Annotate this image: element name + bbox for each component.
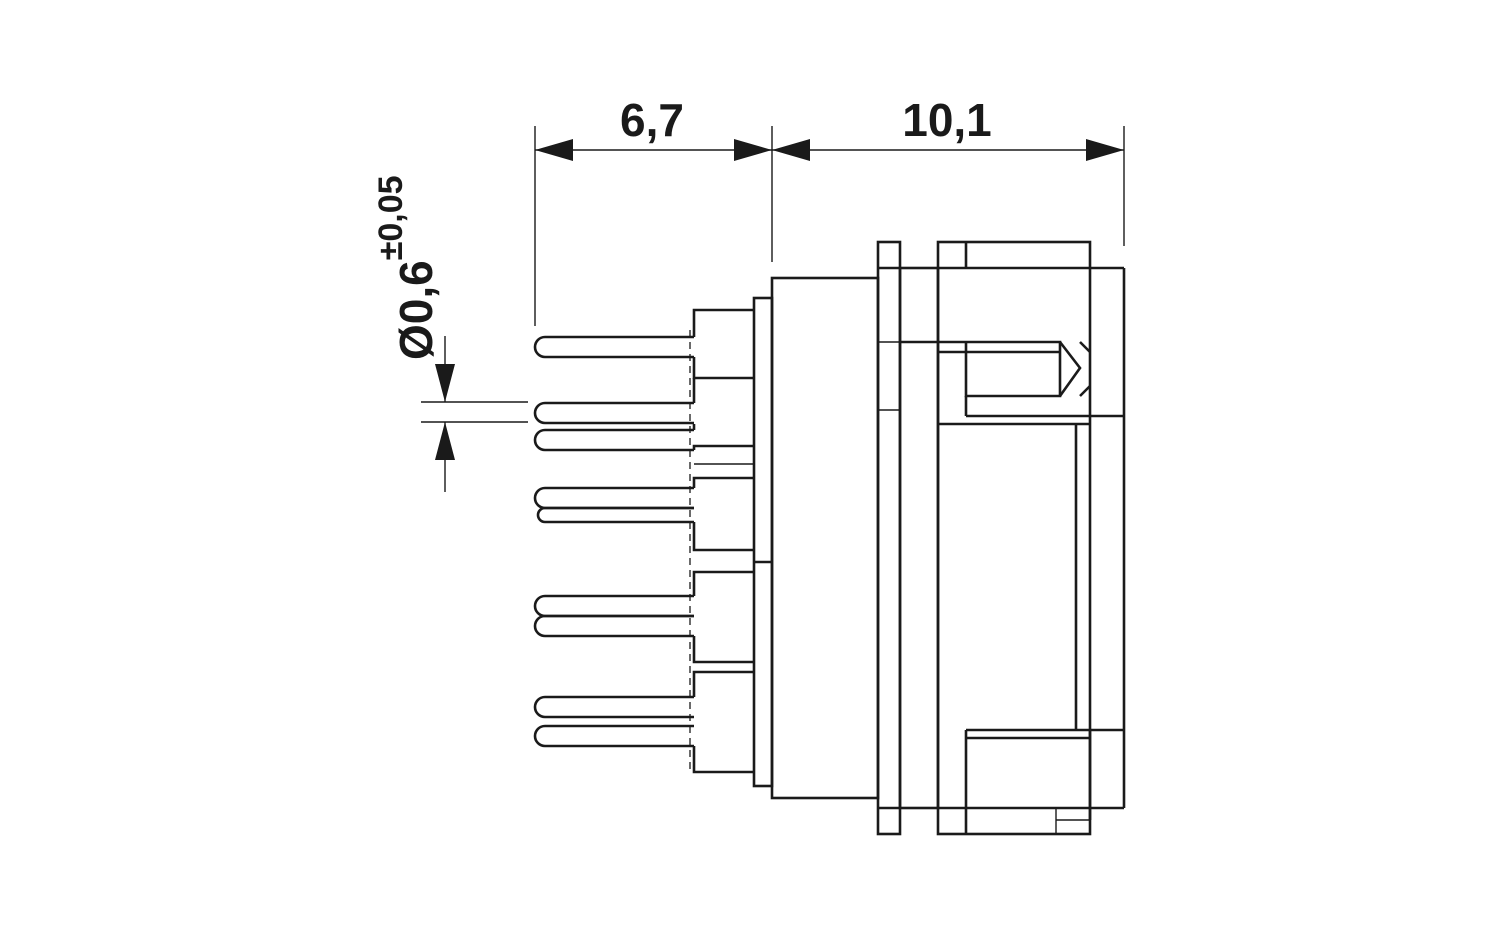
dimension-pin-diameter: Ø0,6±0,05 <box>372 175 528 492</box>
dimension-label-pin-diameter: Ø0,6 <box>390 260 442 360</box>
dimension-label-body-length: 10,1 <box>902 94 992 146</box>
contact-pin <box>533 401 694 425</box>
contact-pin <box>533 428 694 452</box>
dimension-body-length: 10,1 <box>772 94 1125 246</box>
svg-text:Ø0,6±0,05: Ø0,6±0,05 <box>372 175 442 360</box>
contact-pin <box>533 594 694 618</box>
dimension-pin-length: 6,7 <box>534 94 773 326</box>
connector-housing <box>770 240 1126 836</box>
contact-pin <box>533 695 694 719</box>
dimension-label-pin-length: 6,7 <box>620 94 684 146</box>
pin-carrier <box>692 296 774 788</box>
contact-pin <box>533 486 694 510</box>
contact-pin <box>533 614 694 638</box>
dimension-label-pin-tolerance: ±0,05 <box>372 175 410 260</box>
contact-pins <box>533 330 694 772</box>
contact-pin <box>533 335 694 359</box>
contact-pin <box>533 724 694 748</box>
